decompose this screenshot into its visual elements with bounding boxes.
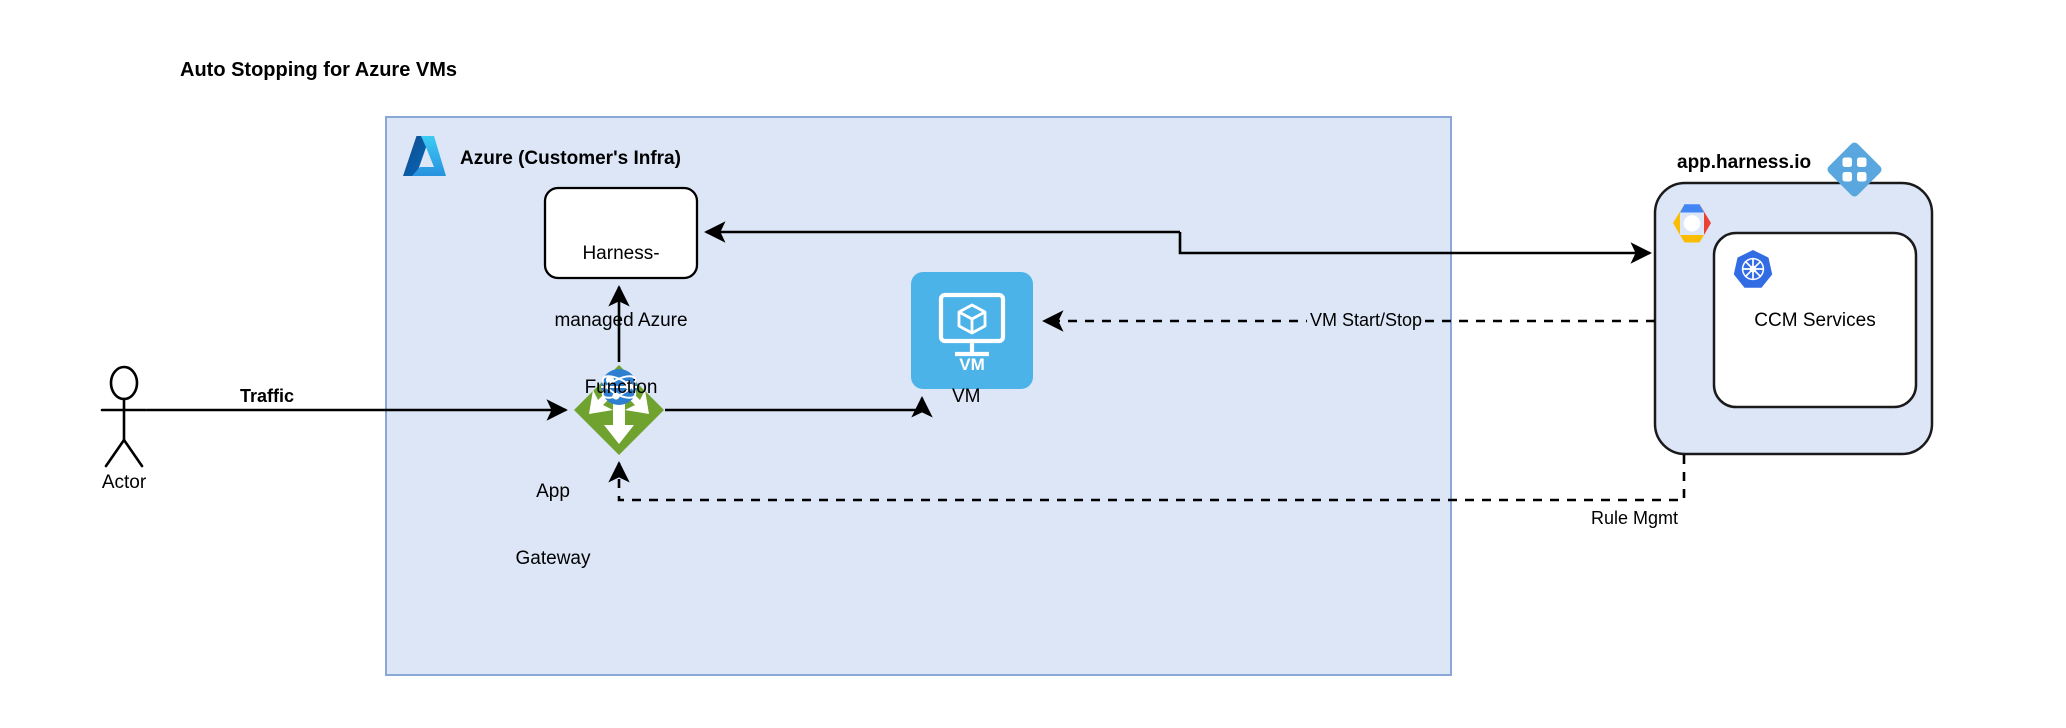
edge-label-traffic: Traffic (240, 386, 295, 406)
azure-function-label-line3: Function (584, 377, 658, 399)
harness-logo-icon (1827, 142, 1882, 197)
edge-ccm-to-function-riser (1178, 232, 1652, 264)
page-title: Auto Stopping for Azure VMs (180, 59, 458, 81)
azure-function-label-line1: Harness- (582, 242, 660, 264)
azure-function-label-line2: managed Azure (554, 310, 688, 332)
actor-label: Actor (101, 472, 147, 493)
app-gateway-label-line2: Gateway (515, 548, 591, 570)
app-gateway-icon (574, 365, 664, 455)
kubernetes-icon (1733, 250, 1773, 288)
app-gateway-label: App Gateway (493, 436, 613, 615)
azure-function-label: Harness- managed Azure Function (545, 198, 697, 444)
actor-stick-figure-icon (100, 365, 148, 468)
azure-icon (403, 136, 446, 176)
edge-rule-mgmt (608, 455, 1686, 502)
edge-gateway-to-vm (665, 396, 933, 418)
ccm-services-label: CCM Services (1754, 310, 1876, 331)
azure-function-box (543, 186, 699, 280)
edge-label-vm-start-stop: VM Start/Stop (1307, 310, 1426, 332)
app-gateway-label-line1: App (536, 480, 570, 502)
vm-inner-label: VM (959, 355, 985, 374)
vm-monitor-icon (938, 292, 1006, 357)
google-cloud-icon (1673, 204, 1711, 243)
vm-label: VM (952, 386, 981, 407)
edge-label-rule-mgmt: Rule Mgmt (1591, 508, 1679, 528)
cube-icon (957, 303, 987, 335)
azure-group-label: Azure (Customer's Infra) (460, 148, 681, 169)
harness-group-label: app.harness.io (1677, 152, 1812, 173)
vm-icon-box (911, 272, 1033, 389)
